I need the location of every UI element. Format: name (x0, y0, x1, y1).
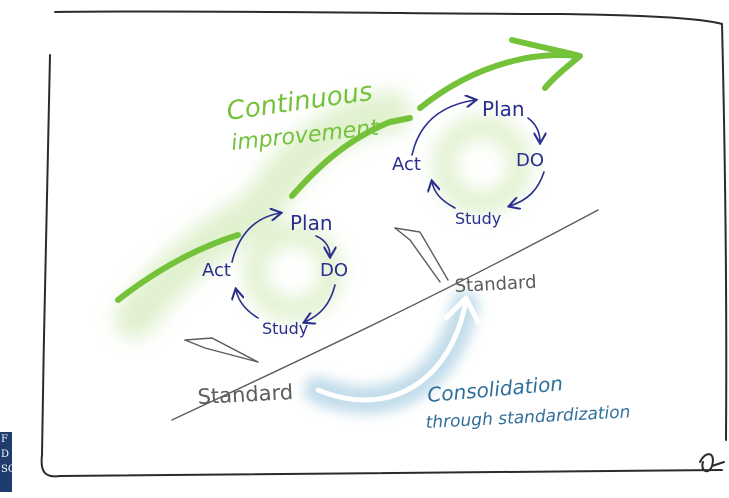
consolidation-arrow (304, 291, 481, 414)
consolidation-line-1: Consolidation (426, 371, 563, 407)
consolidation-line-2: through standardization (425, 402, 631, 433)
cycle-2-act: Act (392, 154, 421, 175)
standard-label-1: Standard (197, 380, 294, 409)
logo-glyph-1: F (1, 434, 8, 445)
logo-glyph-2: D (1, 449, 10, 460)
cycle-2-plan: Plan (482, 97, 525, 121)
cycle-1-do: DO (320, 260, 348, 281)
cycle-1-plan: Plan (290, 211, 333, 235)
slope-line (171, 209, 599, 421)
corner-logo: F D SC (0, 432, 12, 492)
sketch-frame (40, 10, 728, 478)
cycle-1-act: Act (202, 260, 231, 281)
pdsa-cycle-2: Plan DO Study Act (392, 97, 544, 228)
cycle-2-study: Study (455, 209, 501, 228)
cycle-1-study: Study (262, 319, 308, 338)
standards: Standard Standard (197, 272, 537, 409)
standard-label-2: Standard (454, 272, 537, 297)
consolidation-text: Consolidation through standardization (425, 371, 631, 433)
logo-glyph-3: SC (1, 464, 12, 475)
cycle-1-arrows (232, 213, 335, 322)
green-glow (114, 91, 531, 339)
improvement-arrow (115, 37, 583, 303)
pdsa-cycle-1: Plan DO Study Act (202, 211, 348, 338)
cycle-2-do: DO (516, 150, 544, 171)
cycle-2-arrows (411, 100, 544, 208)
